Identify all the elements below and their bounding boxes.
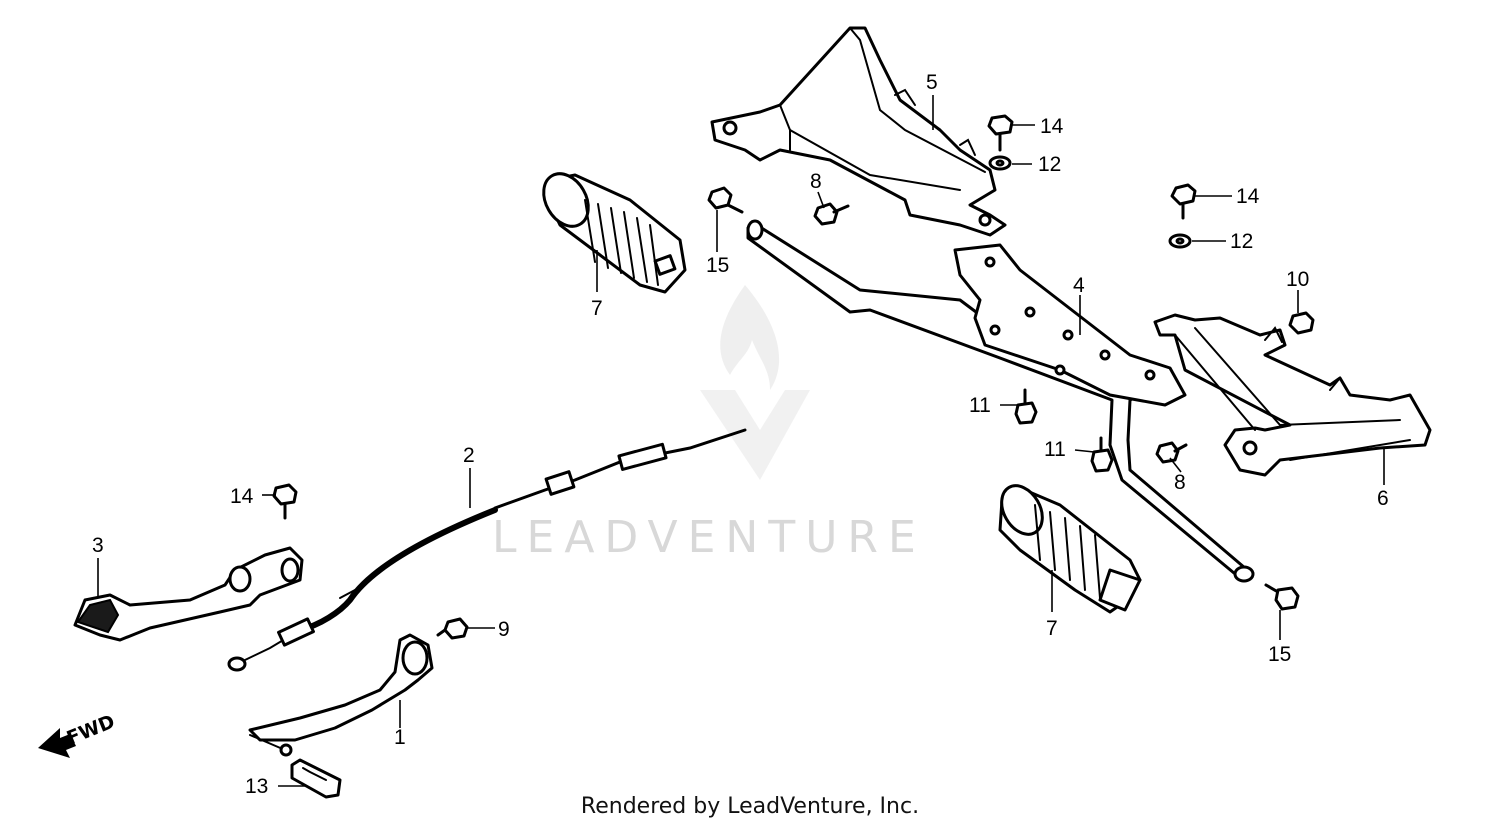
footpeg-rubber-upper[interactable] bbox=[535, 166, 687, 294]
footpeg-rubber-lower[interactable] bbox=[993, 478, 1142, 614]
callout-1: 1 bbox=[394, 726, 406, 749]
callout-14-left: 14 bbox=[230, 485, 254, 508]
bolt-14-top[interactable] bbox=[987, 114, 1014, 152]
callout-6: 6 bbox=[1377, 487, 1389, 510]
bolt-14-left[interactable] bbox=[272, 483, 298, 520]
pedal-left[interactable] bbox=[73, 546, 304, 642]
callout-11-upper: 11 bbox=[969, 394, 991, 417]
brake-cable[interactable] bbox=[227, 428, 747, 672]
step-bracket-right-upper[interactable] bbox=[710, 26, 1007, 237]
callout-12-upper: 12 bbox=[1038, 153, 1061, 176]
fwd-label: FWD bbox=[64, 711, 118, 750]
callout-7-upper: 7 bbox=[591, 297, 603, 320]
watermark-text: LEADVENTURE bbox=[492, 512, 926, 563]
bolt-15-top[interactable] bbox=[707, 186, 744, 214]
step-bracket-right-lower[interactable] bbox=[1153, 313, 1432, 477]
callout-15-upper: 15 bbox=[706, 254, 729, 277]
callout-2: 2 bbox=[463, 444, 475, 467]
callout-12-lower: 12 bbox=[1230, 230, 1253, 253]
washer-12-top[interactable] bbox=[988, 155, 1012, 171]
bolt-8-lower[interactable] bbox=[1155, 441, 1188, 464]
callout-9: 9 bbox=[498, 618, 510, 641]
callout-5: 5 bbox=[926, 71, 938, 94]
callout-13: 13 bbox=[245, 775, 268, 798]
callout-15-lower: 15 bbox=[1268, 643, 1291, 666]
step-bar[interactable] bbox=[746, 219, 1255, 583]
bolt-8-top[interactable] bbox=[813, 202, 850, 226]
callout-4: 4 bbox=[1073, 274, 1085, 297]
callout-3: 3 bbox=[92, 534, 104, 557]
callout-8-upper: 8 bbox=[810, 170, 822, 193]
bolt-15-lower[interactable] bbox=[1264, 583, 1300, 611]
callout-14-top: 14 bbox=[1040, 115, 1064, 138]
watermark-logo bbox=[700, 285, 810, 480]
pedal-rubber[interactable] bbox=[290, 758, 342, 799]
bolt-11-upper[interactable] bbox=[1014, 388, 1038, 425]
callout-11-lower: 11 bbox=[1044, 438, 1066, 461]
forward-arrow-icon bbox=[38, 728, 76, 758]
bolt-11-lower[interactable] bbox=[1090, 436, 1114, 473]
callout-8-lower: 8 bbox=[1174, 471, 1186, 494]
callout-10: 10 bbox=[1286, 268, 1309, 291]
washer-12-mid[interactable] bbox=[1168, 233, 1192, 249]
callout-7-lower: 7 bbox=[1046, 617, 1058, 640]
nut-10[interactable] bbox=[1288, 311, 1315, 335]
bolt-14-mid[interactable] bbox=[1170, 183, 1197, 220]
footer-credit: Rendered by LeadVenture, Inc. bbox=[580, 794, 920, 819]
callout-14-mid: 14 bbox=[1236, 185, 1260, 208]
bolt-9[interactable] bbox=[436, 617, 469, 640]
pedal-right[interactable] bbox=[248, 633, 434, 757]
